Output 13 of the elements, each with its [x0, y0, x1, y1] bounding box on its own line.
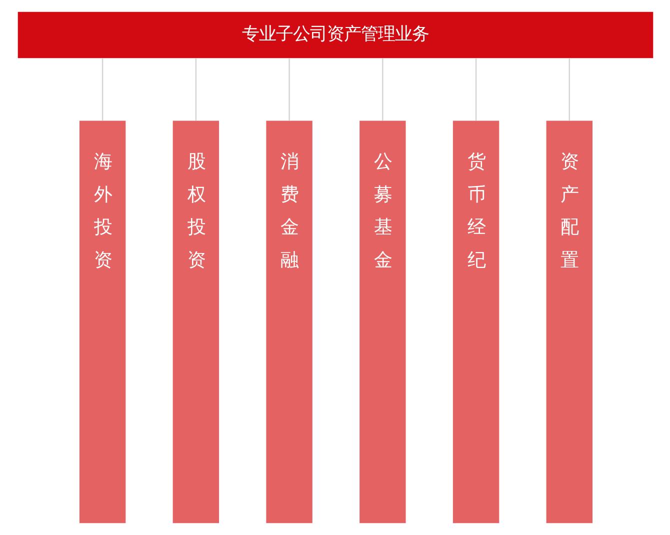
connector: [474, 58, 476, 120]
node-box: 专业子公司资产管理业务: [17, 12, 653, 58]
connector: [382, 58, 383, 120]
connector: [288, 58, 290, 120]
node-box: 海外投资: [78, 120, 126, 524]
connector: [194, 58, 196, 120]
node-box: 股权投资: [172, 120, 219, 524]
node-box: 货币经纪: [452, 120, 499, 524]
connector: [101, 58, 103, 120]
node-box: 消费金融: [266, 120, 312, 524]
connector: [568, 58, 570, 120]
node-box: 公募基金: [359, 120, 406, 524]
node-box: 资产配置: [546, 120, 592, 524]
